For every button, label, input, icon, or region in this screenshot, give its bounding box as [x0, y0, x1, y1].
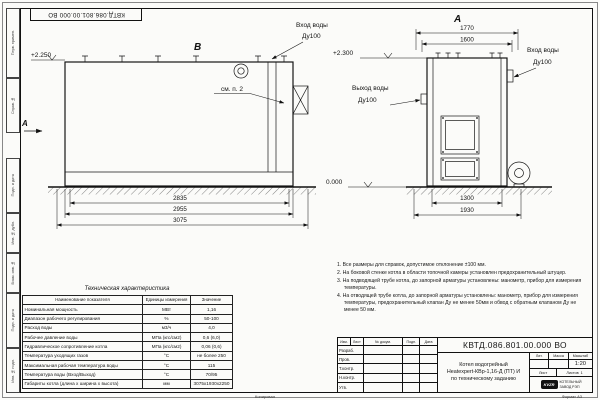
boiler-side-details	[65, 55, 309, 173]
title-block-main: КВТД.086.801.00.000 ВО Котел водогрейный…	[438, 338, 592, 392]
svg-text:1300: 1300	[460, 195, 474, 202]
inlet-a-leader	[513, 67, 537, 78]
signature-row: Утв.	[338, 382, 437, 393]
inlet-a-dn: Ду100	[533, 59, 552, 66]
boiler-front-view	[406, 52, 552, 195]
spec-table-title: Техническая характеристика	[84, 286, 170, 292]
spec-header-name: Наименование показателя	[22, 294, 143, 306]
dim-1770: 1770	[415, 25, 519, 50]
inlet-b-leader	[271, 41, 304, 60]
outlet-a-leader	[389, 99, 421, 106]
elev-2250-mark	[47, 54, 57, 61]
svg-text:3075: 3075	[173, 217, 187, 224]
rotated-doc-number-cell: КВТД.086.801.00.000 ВО	[30, 8, 142, 21]
elev-2250-text: +2.250	[31, 52, 51, 59]
svg-text:1600: 1600	[460, 37, 474, 44]
spec-row: Габариты котла (длина х ширина х высота)…	[22, 378, 233, 389]
mass-value	[549, 360, 569, 369]
elev-0-mark	[363, 181, 373, 188]
svg-text:2835: 2835	[173, 195, 187, 202]
stamp-inv-podl: Инв. № подл.	[6, 348, 20, 393]
ground-hatch-b	[48, 187, 316, 195]
title-block: Изм. Лист № докум. Подп. Дата Разраб. Пр…	[337, 337, 593, 393]
inlet-a-title: Вход воды	[527, 47, 559, 54]
dim-1600: 1600	[421, 37, 513, 52]
outlet-a-dn: Ду100	[358, 97, 377, 104]
dim-2955: 2955	[64, 189, 294, 218]
note-3: 3. На подводящей трубе котла, до запорно…	[337, 278, 582, 292]
stamp-perv-primen: Перв. примен.	[6, 8, 20, 78]
boiler-side-view	[48, 55, 316, 195]
stamp-podp-data-2: Подп. и дата	[6, 293, 20, 348]
view-a-label: А	[453, 14, 461, 25]
view-b-label: В	[194, 42, 201, 53]
title-block-signatures: Изм. Лист № докум. Подп. Дата Разраб. Пр…	[338, 338, 438, 393]
note-4: 4. На отводящей трубе котла, до запорной…	[337, 293, 578, 313]
svg-text:2955: 2955	[173, 206, 187, 213]
signature-header-row: Изм. Лист № докум. Подп. Дата	[338, 338, 437, 346]
svg-text:1930: 1930	[460, 207, 474, 214]
mass-label: Масса	[549, 353, 569, 360]
inlet-b-dn: Ду100	[302, 33, 321, 40]
lit-label: Лит.	[530, 353, 550, 360]
spec-header-value: Значение	[190, 294, 233, 306]
ground-hatch-a	[406, 187, 552, 195]
notes-block: 1. Все размеры для справок, допустимое о…	[337, 262, 591, 315]
spec-row: Диапазон рабочего регулирования%50-100	[22, 313, 233, 324]
product-name: Котел водогрейный Heatexpert-КВр-1,16-Д …	[438, 353, 530, 392]
company-area: KVZR КОТЕЛЬНЫЙ ЗАВОД РЭП	[530, 377, 592, 392]
dim-2835: 2835	[69, 189, 290, 207]
svg-text:1770: 1770	[460, 25, 474, 32]
kvzr-logo: KVZR	[540, 380, 558, 389]
signature-row: Т.контр.	[338, 364, 437, 374]
elev-2300-mark	[383, 52, 393, 59]
stamp-podp-data-1: Подп. и дата	[6, 158, 20, 213]
signature-row: Разраб.	[338, 346, 437, 356]
dim-1300: 1300	[431, 189, 503, 207]
view-direction-a-label: А	[21, 119, 28, 128]
spec-header-row: Наименование показателя Единицы измерени…	[22, 294, 233, 306]
stamp-sprav-no: Справ. №	[6, 78, 20, 133]
note-2: 2. На боковой стенке котла в области топ…	[337, 270, 567, 277]
note-1: 1. Все размеры для справок, допустимое о…	[337, 262, 486, 268]
door-bolts	[442, 117, 478, 179]
drawing-frame	[20, 8, 593, 393]
sheet-cell: Лист	[530, 369, 558, 377]
signature-row: Н.контр.	[338, 373, 437, 383]
title-block-doc-number: КВТД.086.801.00.000 ВО	[438, 338, 592, 353]
elev-0-text: 0.000	[326, 179, 343, 186]
signature-row: Пров.	[338, 355, 437, 365]
scale-value: 1:20	[568, 360, 592, 369]
copied-label: Копировал	[255, 393, 276, 399]
see-note-leader	[249, 93, 285, 104]
inlet-b-title: Вход воды	[296, 22, 328, 29]
company-name: КОТЕЛЬНЫЙ ЗАВОД РЭП	[559, 380, 582, 389]
spec-table: Наименование показателя Единицы измерени…	[22, 294, 233, 389]
dim-1930: 1930	[413, 189, 522, 219]
elev-2300-text: +2.300	[333, 50, 353, 57]
stamp-inv-dubl: Инв. № дубл.	[6, 213, 20, 253]
outlet-a-title: Выход воды	[352, 85, 389, 92]
lit-value	[530, 360, 550, 369]
dim-3075: 3075	[56, 189, 309, 229]
see-note-2-text: см. п. 2	[221, 86, 243, 93]
spec-header-units: Единицы измерения	[142, 294, 191, 306]
boiler-front-details	[420, 52, 531, 188]
scale-label: Масштаб	[568, 353, 592, 360]
stamp-vzam-inv: Взам. инв. №	[6, 253, 20, 293]
format-label: Формат А3	[561, 393, 582, 399]
